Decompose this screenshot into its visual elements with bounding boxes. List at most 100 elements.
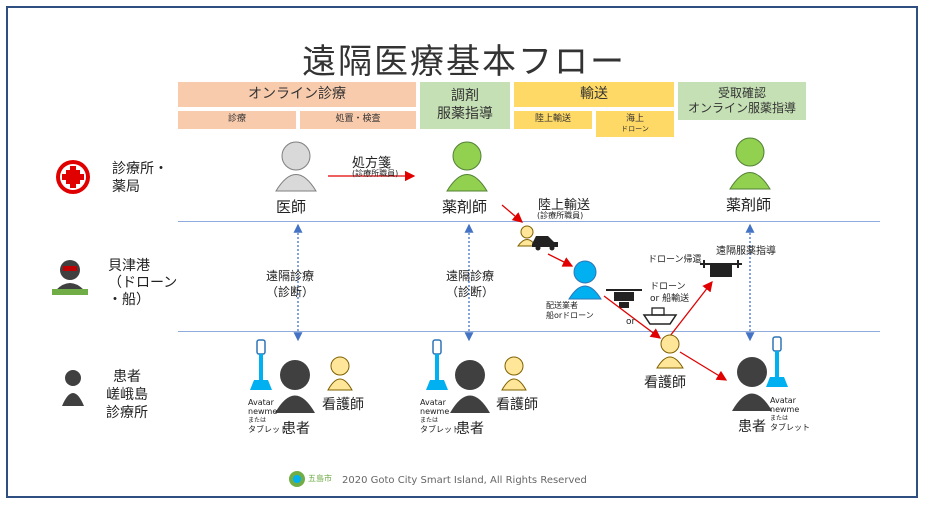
- remote-guidance-label: 遠隔服薬指導: [716, 246, 776, 257]
- row-label-patient: 患者 嵯峨島 診療所: [106, 368, 148, 422]
- drone-icon-small: [606, 289, 642, 308]
- nurse-to-patient-arrow: [679, 351, 728, 381]
- avatar-label-1: Avatar newme または タブレット: [248, 398, 288, 434]
- header-receipt-line2: オンライン服薬指導: [687, 101, 796, 115]
- row-label-patient-line3: 診療所: [106, 405, 148, 421]
- ship-icon: [642, 307, 678, 325]
- remote-consult-label-1-line1: 遠隔診療: [266, 269, 315, 283]
- drone-return-label: ドローン帰還: [648, 255, 702, 265]
- row-label-port-line2: （ドローン: [108, 275, 178, 291]
- avatar-robot-icon-3: [766, 336, 788, 387]
- header-dispense: 調剤 服薬指導: [420, 82, 510, 129]
- remote-consult-label-2-line1: 遠隔診療: [446, 269, 495, 283]
- drone-icon-large: [700, 260, 742, 277]
- patient-figure-2: [450, 360, 490, 413]
- header-transport-sea-line1: 海上: [625, 114, 644, 124]
- delivery-label-line1: 配送業者: [546, 301, 578, 310]
- header-transport: 輸送: [514, 82, 674, 107]
- port-operator-icon: [52, 260, 88, 295]
- avatar-label-1-line1: Avatar: [248, 398, 274, 407]
- nurse-label-2: 看護師: [496, 397, 538, 413]
- header-online-consult: オンライン診療: [178, 82, 416, 107]
- nurse-label-1: 看護師: [322, 397, 364, 413]
- land-transport-arrow-2: [547, 253, 574, 267]
- header-dispense-line2: 服薬指導: [437, 105, 493, 122]
- row-label-clinic-line1: 診療所・: [112, 161, 168, 177]
- hospital-cross-icon: [56, 160, 90, 194]
- avatar-label-3-line2: newme: [770, 405, 800, 414]
- nurse-figure-main: [656, 334, 684, 369]
- header-online-sub-treatment: 処置・検査: [300, 111, 416, 129]
- row-label-clinic-line2: 薬局: [112, 179, 140, 195]
- row-label-clinic: 診療所・ 薬局: [112, 160, 168, 196]
- header-online-sub-consult: 診療: [178, 111, 296, 129]
- row-label-port-line3: ・船）: [108, 292, 150, 308]
- row-separator-1: [178, 221, 880, 222]
- avatar-robot-icon-2: [426, 339, 448, 390]
- row-label-port-line1: 貝津港: [108, 258, 150, 274]
- header-transport-sea: 海上 ドローン: [596, 111, 674, 137]
- avatar-label-3: Avatar newme または タブレット: [770, 396, 810, 432]
- patient-label-2: 患者: [456, 421, 484, 437]
- avatar-label-3-line3: または: [770, 415, 789, 422]
- header-transport-sea-line2: ドローン: [621, 125, 649, 134]
- nurse-figure-1: [327, 356, 353, 391]
- footer-copyright: 2020 Goto City Smart Island, All Rights …: [342, 475, 587, 486]
- pharmacist-label-2: 薬剤師: [726, 196, 772, 214]
- patient-label-3: 患者: [738, 419, 766, 435]
- remote-consult-label-2-line2: （診断）: [446, 285, 495, 299]
- doctor-label: 医師: [276, 198, 307, 216]
- patient-figure-3: [732, 357, 772, 411]
- avatar-label-1-line3: または: [248, 417, 267, 424]
- pharmacist-label-1: 薬剤師: [442, 198, 488, 216]
- delivery-label: 配送業者 船orドローン: [546, 301, 594, 321]
- goto-city-logo: [289, 471, 305, 487]
- remote-consult-label-1: 遠隔診療 （診断）: [266, 268, 314, 300]
- avatar-label-1-line4: タブレット: [248, 425, 288, 434]
- drone-ship-label: ドローン or 船輸送: [650, 281, 689, 305]
- avatar-label-2-line1: Avatar: [420, 398, 446, 407]
- nurse-main-label: 看護師: [644, 375, 686, 391]
- avatar-label-3-line1: Avatar: [770, 396, 796, 405]
- doctor-figure: [275, 141, 317, 192]
- header-receipt: 受取確認 オンライン服薬指導: [678, 82, 806, 120]
- header-receipt-line1: 受取確認: [717, 86, 766, 100]
- delivery-carrier-figure: [568, 260, 602, 300]
- drone-return-arrow: [669, 280, 713, 337]
- footer-logo-text: 五島市: [308, 474, 332, 483]
- staff-with-car-icon: [517, 225, 558, 251]
- patient-label-1: 患者: [282, 421, 310, 437]
- prescription-label: 処方箋: [352, 156, 392, 171]
- avatar-label-3-line4: タブレット: [770, 423, 810, 432]
- page-title: 遠隔医療基本フロー: [302, 42, 626, 82]
- remote-consult-label-1-line2: （診断）: [266, 285, 315, 299]
- patient-person-icon: [62, 370, 84, 406]
- row-label-patient-line2: 嵯峨島: [106, 387, 148, 403]
- avatar-label-2: Avatar newme または タブレット: [420, 398, 460, 434]
- land-transport-arrow-1: [501, 204, 523, 223]
- pharmacist-figure-1: [446, 141, 488, 192]
- header-transport-land: 陸上輸送: [514, 111, 592, 129]
- nurse-figure-2: [501, 356, 527, 391]
- pharmacist-figure-2: [729, 137, 771, 190]
- drone-ship-label-line2: or 船輸送: [650, 294, 690, 304]
- avatar-label-2-line3: または: [420, 417, 439, 424]
- prescription-sub-label: (診療所職員): [352, 169, 399, 178]
- avatar-label-1-line2: newme: [248, 407, 278, 416]
- avatar-label-2-line2: newme: [420, 407, 450, 416]
- land-transport-sub-label: (診療所職員): [537, 211, 584, 220]
- avatar-robot-icon-1: [250, 339, 272, 390]
- drone-ship-label-line1: ドローン: [650, 282, 686, 292]
- row-label-port: 貝津港 （ドローン ・船）: [108, 258, 177, 309]
- header-dispense-line1: 調剤: [451, 88, 479, 104]
- remote-consult-label-2: 遠隔診療 （診断）: [446, 268, 494, 300]
- row-separator-2: [178, 331, 880, 332]
- sea-transport-arrow: [603, 295, 662, 339]
- delivery-label-line2: 船orドローン: [546, 311, 594, 320]
- row-label-patient-line1: 患者: [113, 369, 141, 385]
- patient-figure-1: [275, 360, 315, 413]
- land-transport-label: 陸上輸送: [538, 198, 591, 213]
- or-label: or: [626, 317, 636, 327]
- avatar-label-2-line4: タブレット: [420, 425, 460, 434]
